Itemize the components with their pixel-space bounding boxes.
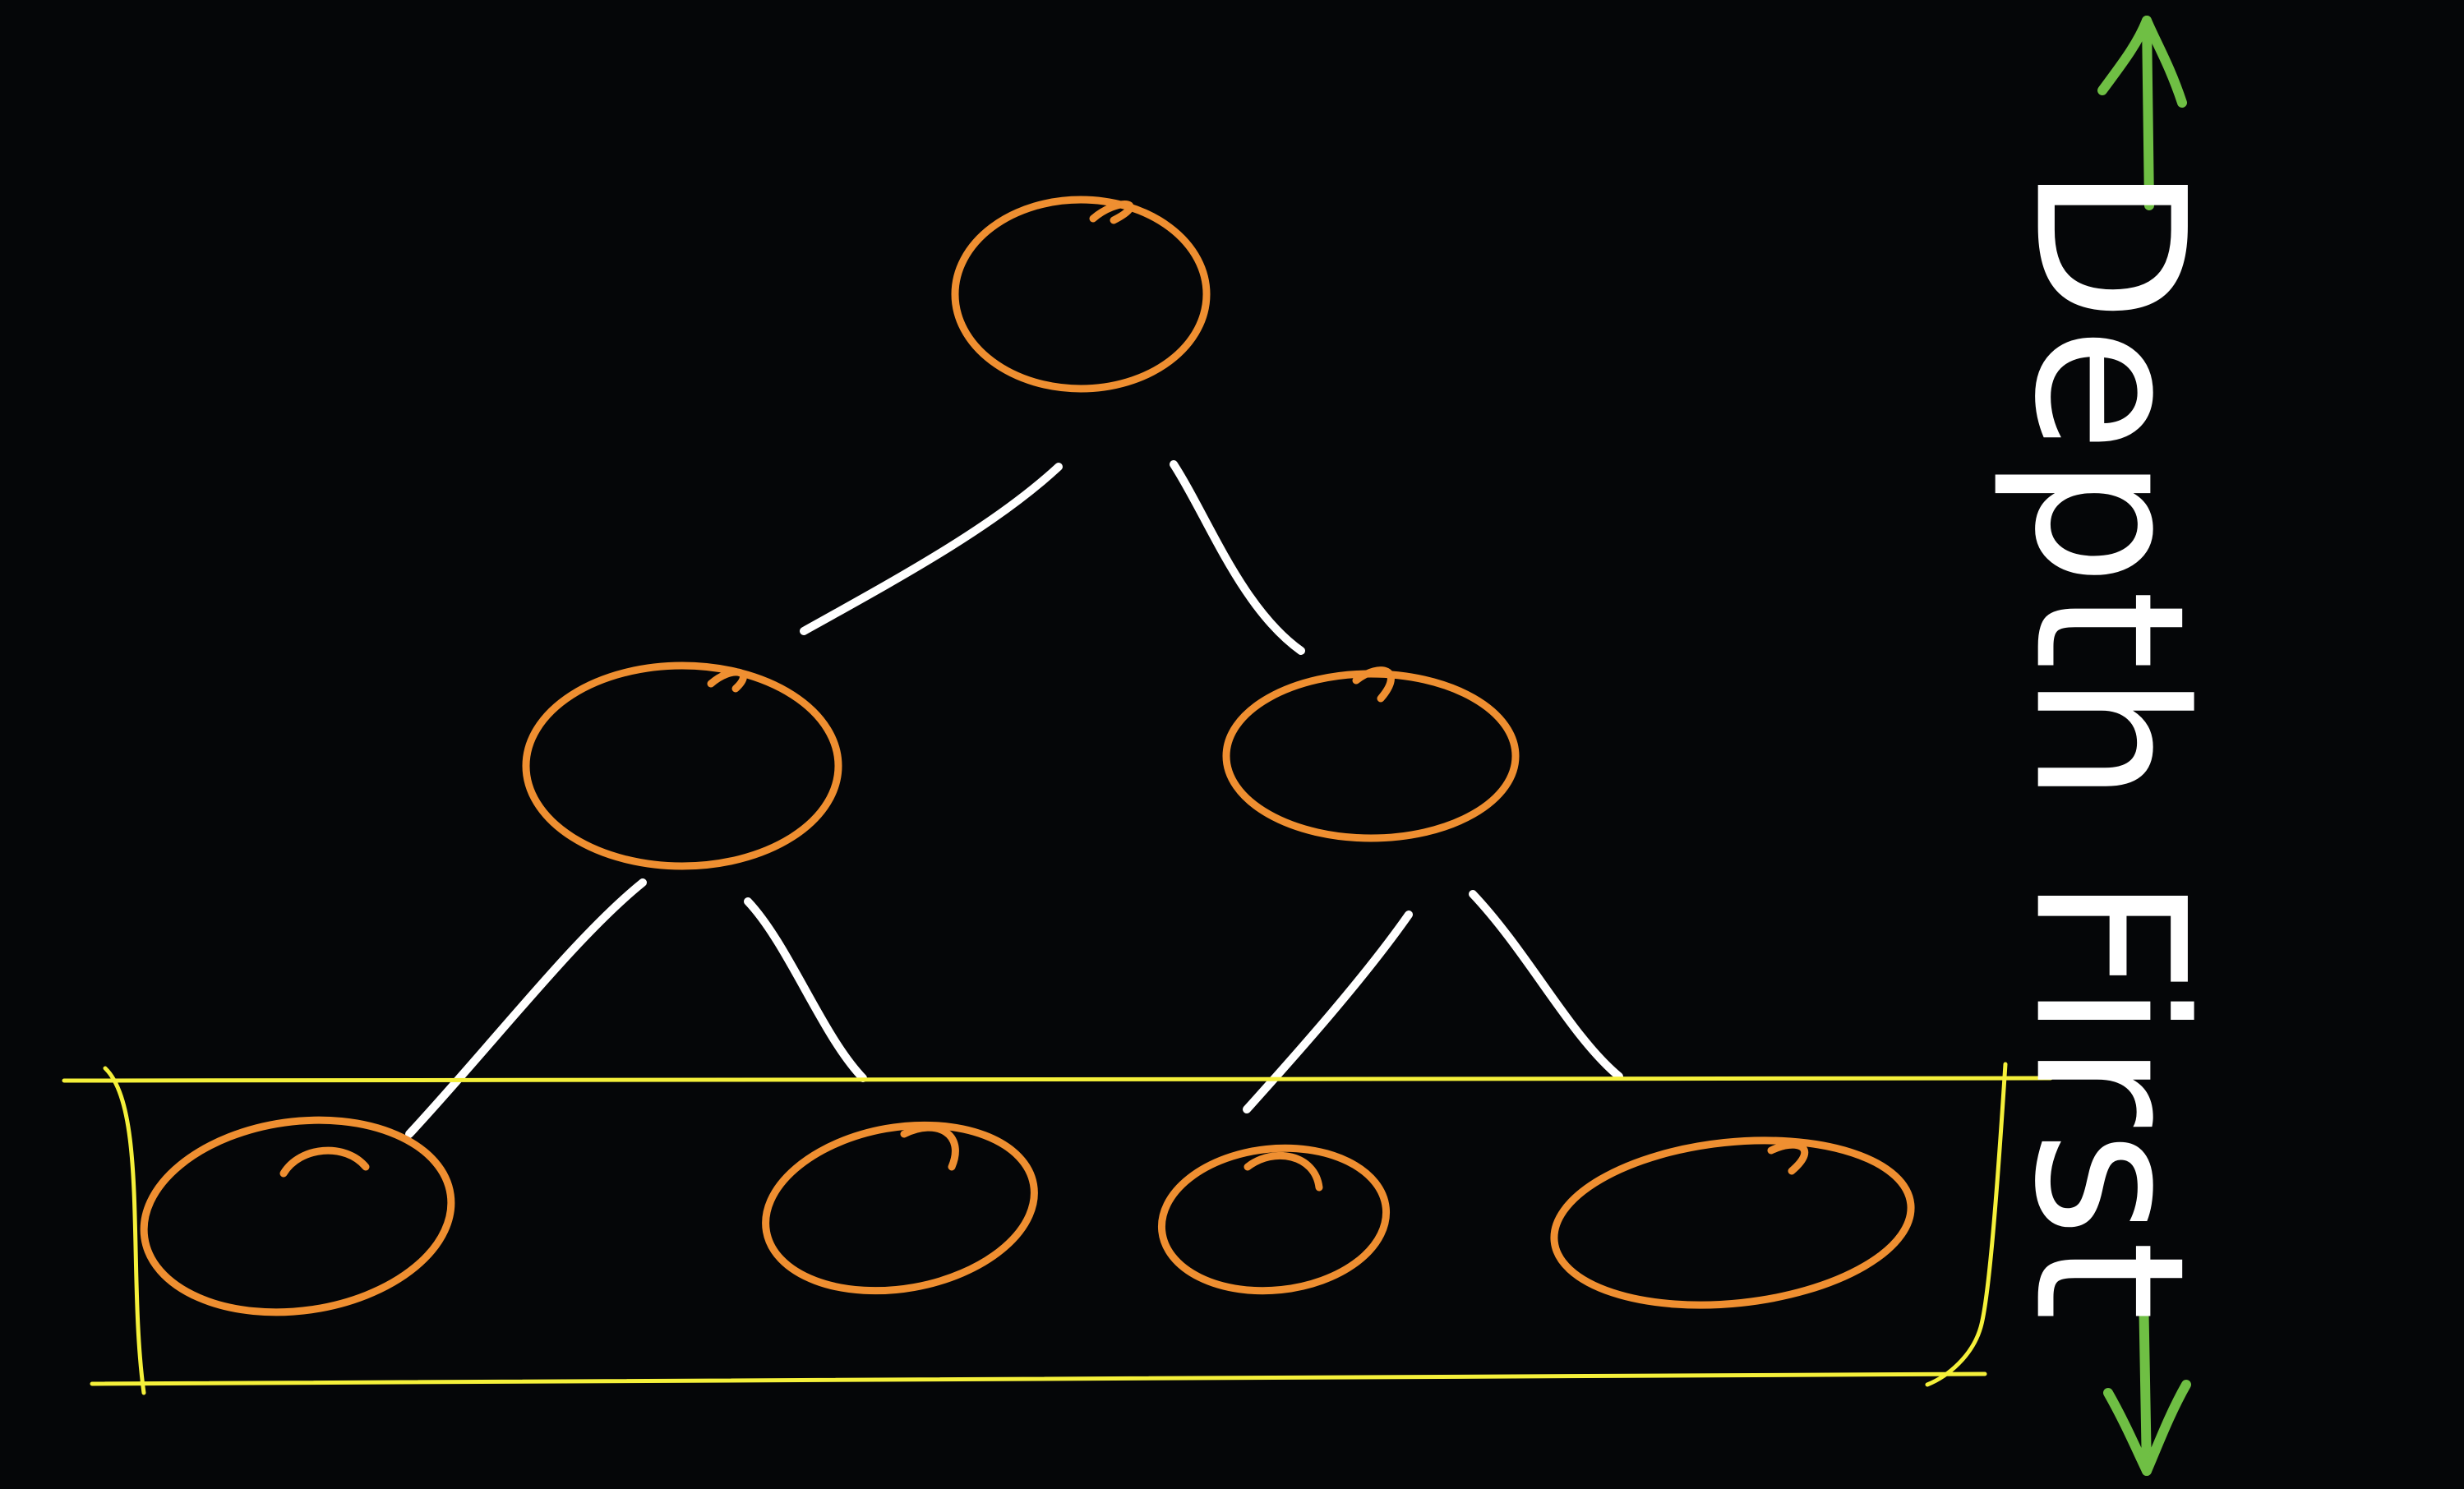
highlight-top-line bbox=[62, 1076, 2053, 1083]
edge-root-left bbox=[800, 463, 1063, 635]
tree-nodes bbox=[140, 196, 1915, 1316]
bottom-level-highlight bbox=[62, 1062, 2053, 1395]
tree-edges bbox=[405, 460, 1623, 1138]
arrow-down-icon bbox=[2103, 1285, 2191, 1476]
node-right bbox=[1222, 666, 1520, 842]
node-right-right bbox=[1550, 1136, 1915, 1309]
diagram-label: Depth First bbox=[1990, 164, 2229, 1324]
node-left-right bbox=[762, 1121, 1038, 1295]
edge-left-leftright bbox=[744, 897, 867, 1082]
edge-root-right bbox=[1170, 460, 1305, 655]
arrow-up-icon bbox=[2097, 16, 2187, 210]
highlight-bottom-line bbox=[90, 1371, 1987, 1386]
highlight-right-line bbox=[1925, 1062, 2008, 1387]
edge-left-leftleft bbox=[405, 878, 647, 1138]
highlight-left-line bbox=[103, 1066, 146, 1395]
node-left-left bbox=[140, 1116, 455, 1316]
node-root bbox=[951, 196, 1211, 393]
edge-right-rightleft bbox=[1243, 910, 1413, 1113]
node-right-left bbox=[1157, 1144, 1391, 1295]
edge-right-rightright bbox=[1469, 890, 1623, 1081]
node-left bbox=[522, 662, 842, 870]
